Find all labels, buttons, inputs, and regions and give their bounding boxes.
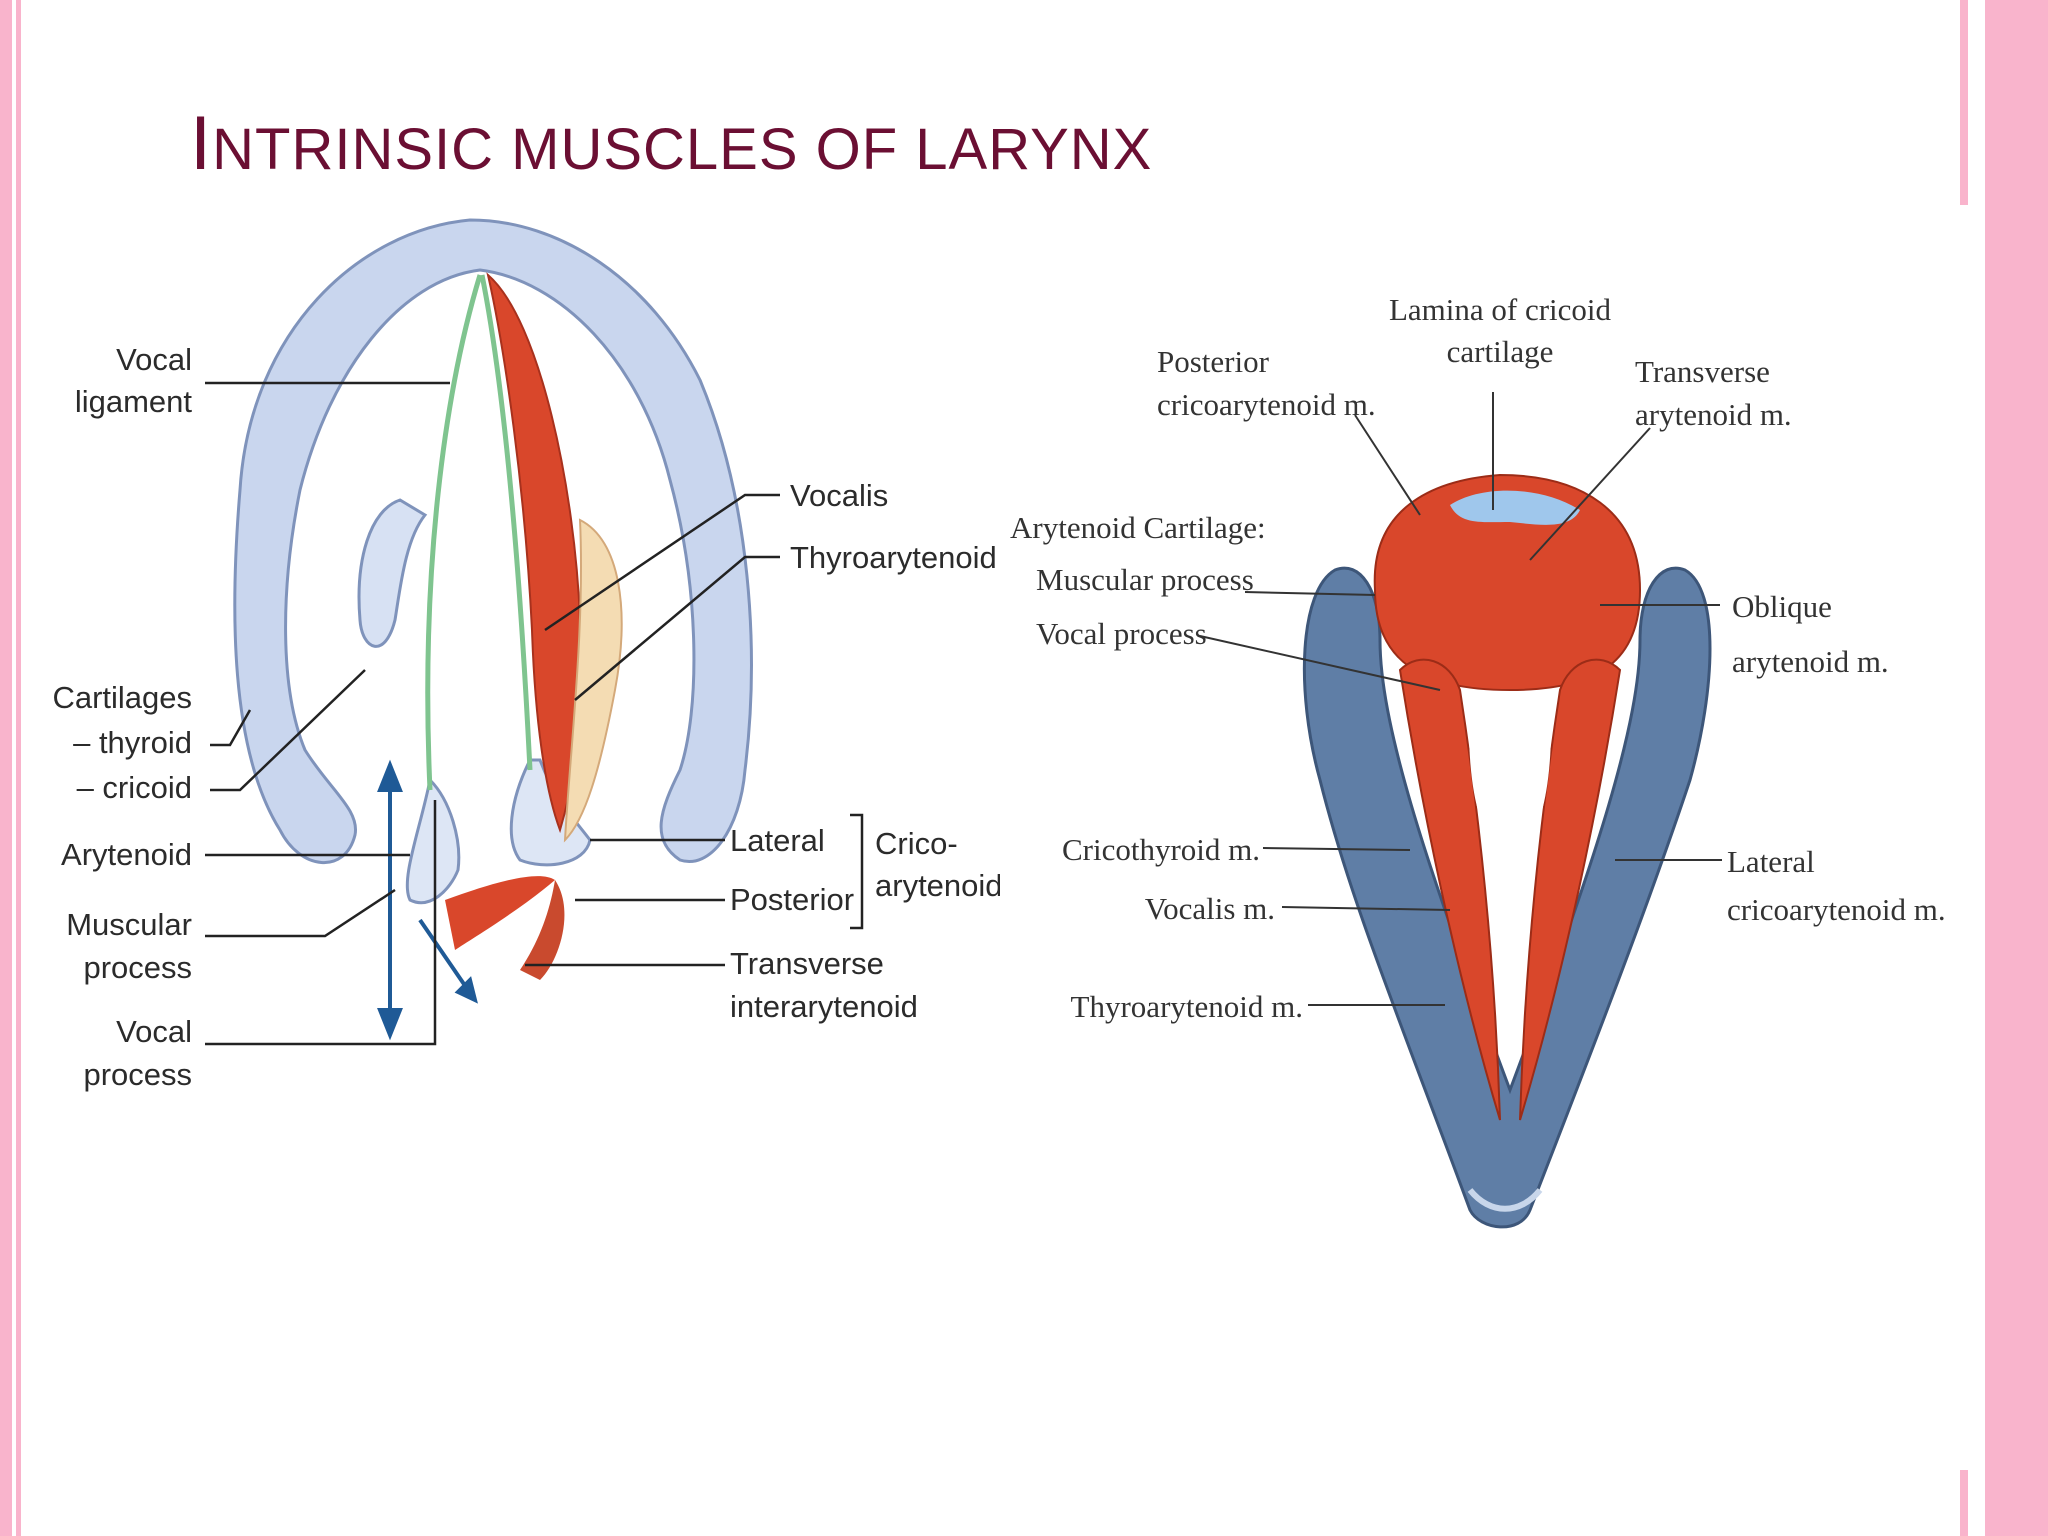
label-crico-2: arytenoid bbox=[875, 868, 1000, 903]
label-arytenoid-cartilage: Arytenoid Cartilage: bbox=[1010, 510, 1266, 545]
label-oblique-2: arytenoid m. bbox=[1732, 644, 1889, 679]
label-transverse-1: Transverse bbox=[730, 946, 884, 981]
label-arytenoid: Arytenoid bbox=[61, 837, 192, 872]
slide-frame-left bbox=[0, 0, 12, 1536]
slide-frame-right-bar-top bbox=[1960, 0, 1968, 205]
label-oblique-1: Oblique bbox=[1732, 589, 1832, 624]
arytenoid-cartilages bbox=[405, 758, 592, 905]
label-cricothyroid: Cricothyroid m. bbox=[1062, 832, 1260, 867]
label-thyroarytenoid-m: Thyroarytenoid m. bbox=[1071, 989, 1303, 1024]
slide-frame-right bbox=[1985, 0, 2048, 1536]
label-posterior-crico-2: cricoarytenoid m. bbox=[1157, 387, 1376, 422]
label-cricoid: – cricoid bbox=[77, 770, 192, 805]
label-muscular-process: Muscular process bbox=[1036, 562, 1254, 597]
vocal-folds-right bbox=[1398, 658, 1622, 1121]
slide-frame-right-bar-bottom bbox=[1960, 1470, 1968, 1536]
label-lamina-1: Lamina of cricoid bbox=[1389, 292, 1612, 327]
vocal-ligament-right bbox=[479, 274, 533, 771]
label-thyroarytenoid: Thyroarytenoid bbox=[790, 540, 997, 575]
slide-title: INTRINSIC MUSCLES OF LARYNX bbox=[190, 100, 1152, 187]
label-vocal-ligament-2: ligament bbox=[75, 384, 193, 419]
label-lateral: Lateral bbox=[730, 823, 825, 858]
left-leader-lines bbox=[205, 381, 864, 1046]
left-larynx-diagram: Vocal ligament Vocalis Thyroarytenoid Ca… bbox=[52, 218, 1000, 1092]
thyroid-cartilage bbox=[233, 218, 753, 864]
movement-arrows bbox=[377, 759, 478, 1041]
label-thyroid: – thyroid bbox=[73, 725, 192, 760]
cricoarytenoid-muscles bbox=[445, 876, 565, 980]
label-vocal-process-2: process bbox=[83, 1057, 192, 1092]
right-leader-lines bbox=[1199, 392, 1722, 1006]
label-lateral-crico-1: Lateral bbox=[1727, 844, 1815, 879]
label-posterior: Posterior bbox=[730, 882, 854, 917]
slide-title-initial: I bbox=[190, 101, 213, 186]
thyroid-cartilage-right bbox=[1302, 566, 1712, 1229]
posterior-muscle-mass bbox=[1373, 473, 1642, 692]
label-vocal-process-1: Vocal bbox=[116, 1014, 192, 1049]
label-vocalis: Vocalis bbox=[790, 478, 888, 513]
thyroarytenoid-muscle bbox=[486, 272, 623, 843]
label-vocalis-m: Vocalis m. bbox=[1145, 891, 1275, 926]
label-cartilages: Cartilages bbox=[52, 680, 192, 715]
label-muscular-2: process bbox=[83, 950, 192, 985]
label-posterior-crico-1: Posterior bbox=[1157, 344, 1270, 379]
slide-frame-right-gap bbox=[1968, 0, 1981, 1536]
label-transverse-ary-1: Transverse bbox=[1635, 354, 1770, 389]
label-muscular-1: Muscular bbox=[66, 907, 192, 942]
label-transverse-ary-2: arytenoid m. bbox=[1635, 397, 1792, 432]
label-transverse-2: interarytenoid bbox=[730, 989, 918, 1024]
slide-frame-left-inner bbox=[16, 0, 21, 1536]
label-crico-1: Crico- bbox=[875, 826, 958, 861]
label-vocal-ligament-1: Vocal bbox=[116, 342, 192, 377]
slide-title-rest: NTRINSIC MUSCLES OF LARYNX bbox=[212, 117, 1153, 182]
label-lamina-2: cartilage bbox=[1447, 334, 1554, 369]
label-lateral-crico-2: cricoarytenoid m. bbox=[1727, 892, 1946, 927]
right-larynx-diagram: Lamina of cricoid cartilage Posterior cr… bbox=[1010, 292, 1946, 1229]
vocal-ligament bbox=[425, 274, 483, 791]
label-vocal-process: Vocal process bbox=[1036, 616, 1207, 651]
